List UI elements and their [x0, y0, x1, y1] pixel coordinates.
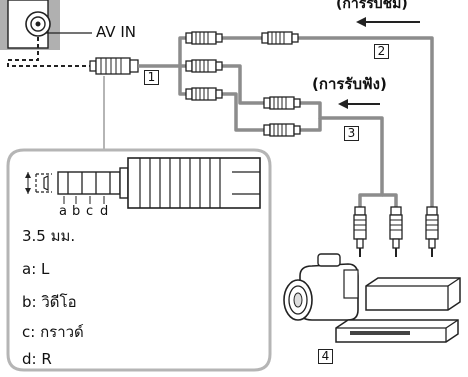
pin-letter-a: a [59, 204, 67, 219]
av-in-socket-icon [25, 11, 51, 37]
legend-c: c: กราวด์ [22, 323, 84, 341]
rca-plug-device-l [353, 206, 367, 258]
camcorder-icon [283, 253, 359, 321]
rca-plug-video-in [261, 31, 299, 45]
callout-2: 2 [374, 44, 389, 59]
rca-plug-audio-r [263, 123, 301, 137]
legend-b: b: วิดีโอ [22, 293, 77, 311]
callout-3: 3 [344, 126, 359, 141]
socket-dashed-cable [7, 37, 90, 67]
rca-plug-left-out [185, 59, 223, 73]
arrow-left-icon [338, 99, 380, 109]
pin-letter-d: d [100, 204, 109, 219]
dimension-mark [25, 172, 31, 194]
callout-4: 4 [318, 349, 333, 364]
arrow-left-icon [356, 17, 420, 27]
rca-plug-device-r [389, 206, 403, 258]
plug-size-label: 3.5 มม. [22, 227, 76, 245]
rca-plug-right-out [185, 87, 223, 101]
dvd-player-icon [335, 319, 459, 343]
legend-a: a: L [22, 260, 50, 278]
av-in-label: AV IN [96, 23, 136, 41]
pin-letter-c: c [86, 204, 94, 219]
listening-caption: (การรับฟัง) [312, 75, 387, 93]
viewing-caption: (การรับชม) [336, 0, 408, 12]
rca-plug-audio-l [263, 96, 301, 110]
legend-d: d: R [22, 350, 52, 368]
callout-1: 1 [144, 70, 159, 85]
plug-enlarged [35, 157, 261, 209]
rca-plug-device-video [425, 206, 439, 258]
mini-plug [89, 57, 139, 75]
pin-letter-b: b [72, 204, 81, 219]
set-top-box-icon [365, 277, 461, 311]
rca-plug-video-out [185, 31, 223, 45]
cables [138, 36, 434, 207]
